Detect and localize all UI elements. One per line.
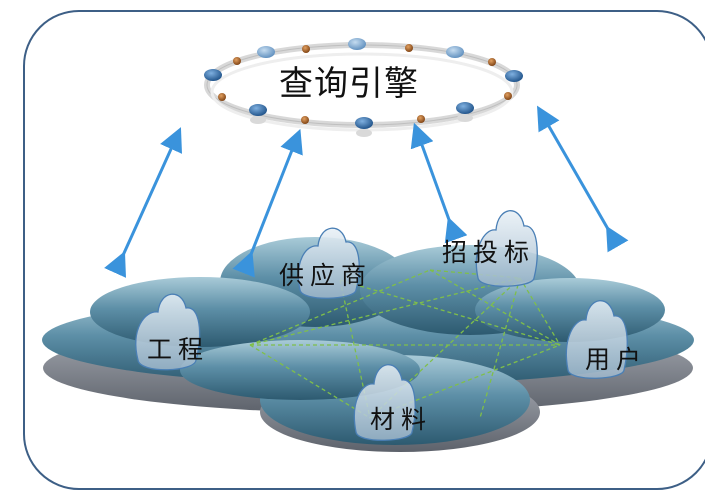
node-label-yonghu: 用户 bbox=[585, 345, 648, 374]
node-puff-cailiao bbox=[353, 364, 416, 441]
node-puff-yonghu bbox=[565, 300, 628, 379]
ring-node bbox=[405, 44, 413, 52]
ring-node bbox=[233, 57, 241, 65]
node-puff-zhaotoubiao bbox=[475, 210, 538, 287]
connection-arrows bbox=[104, 105, 629, 278]
node-puff-gongcheng bbox=[135, 293, 201, 371]
ring-node bbox=[504, 92, 512, 100]
node-label-gongcheng: 工程 bbox=[147, 335, 210, 364]
node-label-zhaotoubiao: 招投标 bbox=[442, 238, 536, 267]
ring-node bbox=[301, 116, 309, 124]
ring-node bbox=[348, 38, 366, 50]
ring-node bbox=[302, 45, 310, 53]
arrow-right-inner bbox=[410, 122, 468, 244]
ring-node bbox=[356, 129, 372, 137]
arrow-left-inner bbox=[232, 128, 303, 278]
ring-node bbox=[250, 116, 266, 124]
ring-node bbox=[456, 102, 474, 114]
ring-node bbox=[355, 117, 373, 129]
ring-node bbox=[417, 115, 425, 123]
ring-node bbox=[204, 69, 222, 81]
ring-node bbox=[488, 58, 496, 66]
query-engine-label: 查询引擎 bbox=[279, 64, 419, 104]
network-links bbox=[249, 269, 561, 419]
ring-node bbox=[457, 114, 473, 122]
ring-node bbox=[257, 46, 275, 58]
arrow-left-outer bbox=[104, 127, 182, 278]
arrow-right-outer bbox=[537, 105, 629, 253]
ring-node bbox=[505, 70, 523, 82]
ring-node bbox=[249, 104, 267, 116]
ring-node bbox=[446, 46, 464, 58]
ring-node bbox=[218, 93, 226, 101]
ring-nodes bbox=[204, 38, 523, 137]
node-puff-gongyingshang bbox=[297, 227, 360, 299]
node-label-gongyingshang: 供应商 bbox=[279, 261, 373, 290]
node-label-cailiao: 材料 bbox=[370, 405, 433, 434]
